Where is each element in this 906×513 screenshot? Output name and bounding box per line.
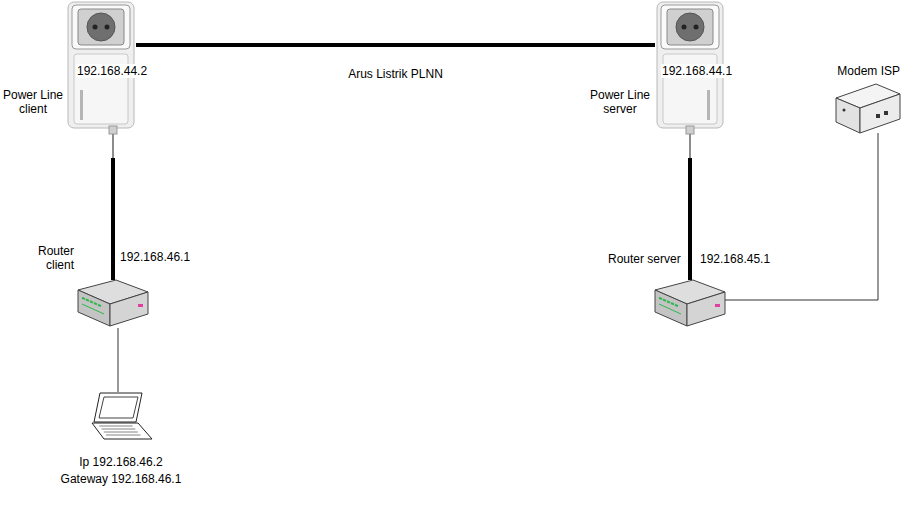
router-front [655,290,687,326]
socket-pin [105,25,110,30]
ip-address: 192.168.46.1 [120,250,190,264]
laptop-base [92,423,152,439]
powerline-adapter: 192.168.44.1Power Line server [655,0,725,158]
socket-recess [78,9,124,45]
keyboard-row [99,426,132,427]
powerline-icon [655,0,725,158]
router-device: Router server192.168.45.1 [655,280,725,328]
socket-hole [87,13,115,41]
modem-port [884,111,888,115]
socket-pin [694,25,699,30]
ethernet-cable [725,133,878,300]
router-side [110,292,148,326]
status-light [663,300,666,301]
logo-mark [80,90,83,120]
status-light [98,305,101,306]
router-front [78,290,110,326]
status-strip [82,304,104,314]
status-light [94,303,97,304]
device-label: Router server [608,252,681,266]
router-side [687,292,725,326]
cable-stub [112,134,114,158]
powerline-icon [66,0,136,158]
socket-plate [72,5,130,49]
ethernet-cable [688,158,692,280]
port-light [715,304,720,307]
link-label: Arus Listrik PLNN [346,67,445,81]
status-light [90,301,93,302]
modem-light [843,109,846,112]
ip-address: 192.168.44.1 [661,64,733,78]
socket-pin [93,25,98,30]
gateway-address: Gateway 192.168.46.1 [38,472,204,486]
ip-address: 192.168.44.2 [76,64,148,78]
powerline-link [136,43,655,47]
device-label: Router client [30,244,74,272]
status-strip [659,304,681,314]
cable-plug [686,126,694,134]
router-icon [655,280,725,328]
status-light [82,298,85,299]
ethernet-cable [111,158,115,280]
logo-mark [707,90,710,120]
modem-port [876,114,880,118]
router-device: Router client192.168.46.1 [78,280,148,328]
cable-plug [109,126,117,134]
status-light [659,298,662,299]
laptop-icon [88,392,154,442]
laptop-screen [99,397,138,418]
ethernet-cable [118,328,119,392]
laptop-device: Ip 192.168.46.2Gateway 192.168.46.1 [88,392,154,442]
modem-device: Modem ISP [836,84,900,133]
powerline-adapter: 192.168.44.2Power Line client [66,0,136,158]
cable-stub [689,134,691,158]
socket-hole [676,13,704,41]
modem-icon [836,84,900,133]
socket-plate [661,5,719,49]
device-label: Modem ISP [814,64,900,78]
status-light [667,301,670,302]
port-light [138,304,143,307]
status-light [675,305,678,306]
device-label: Power Line client [2,88,64,116]
socket-recess [667,9,713,45]
status-light [86,300,89,301]
keyboard-row [102,429,136,430]
keyboard-row [106,435,141,436]
device-label: Power Line server [589,88,651,116]
ip-address: 192.168.45.1 [700,252,770,266]
ip-address: Ip 192.168.46.2 [38,455,204,469]
laptop-screen-frame [94,393,142,422]
socket-pin [682,25,687,30]
keyboard-row [104,432,138,433]
router-icon [78,280,148,328]
modem-side [860,94,900,133]
status-light [671,303,674,304]
modem-front [836,98,860,133]
